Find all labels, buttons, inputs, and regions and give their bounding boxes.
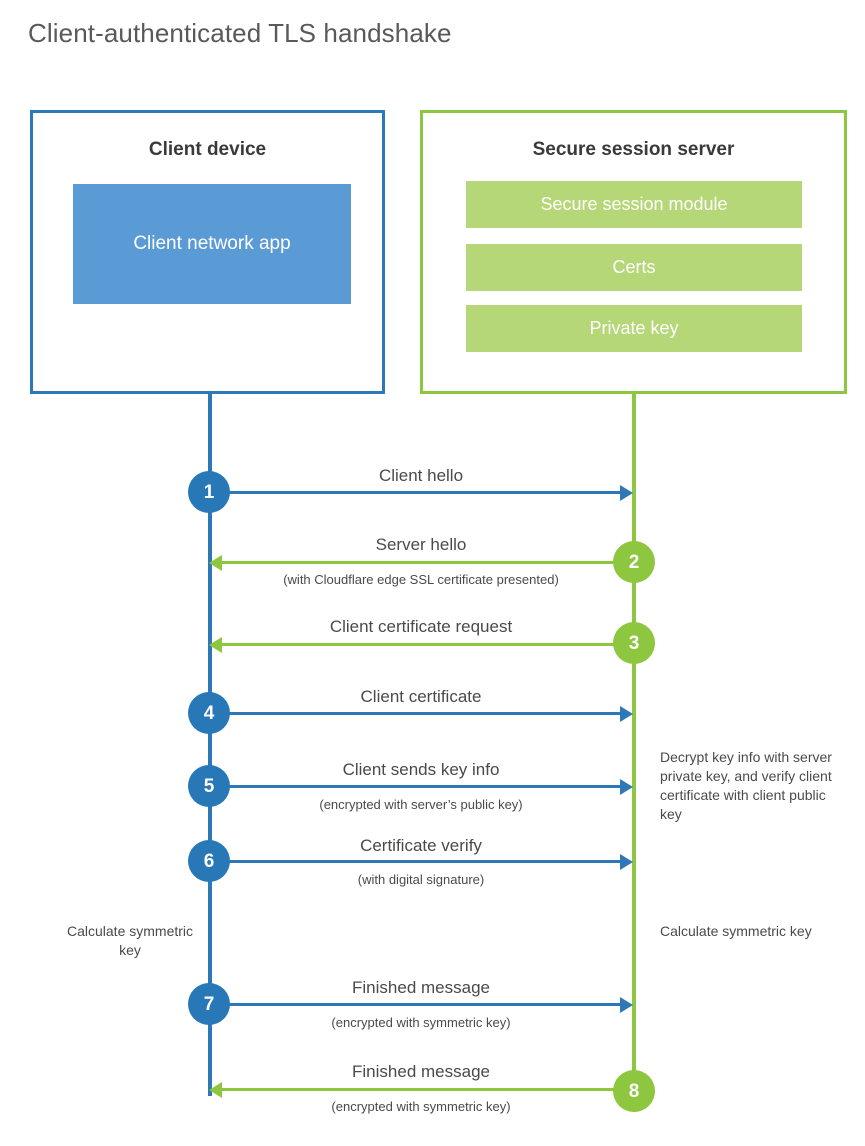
note-server-decrypt: Decrypt key info with server private key… (660, 749, 832, 822)
message-line-3 (222, 643, 634, 646)
server-item-certs: Certs (466, 244, 802, 291)
message-sub-2: (with Cloudflare edge SSL certificate pr… (283, 572, 559, 587)
message-label-5: Client sends key info (342, 760, 500, 779)
arrowhead-left-icon (209, 637, 222, 653)
message-line-1 (210, 491, 622, 494)
step-badge-4: 4 (188, 692, 230, 734)
message-label-4: Client certificate (360, 687, 482, 706)
server-item-secure-session-module: Secure session module (466, 181, 802, 228)
client-device-box: Client device Client network app (30, 110, 385, 394)
message-label-1: Client hello (378, 466, 464, 485)
arrowhead-right-icon (620, 485, 633, 501)
server-item-private-key: Private key (466, 305, 802, 352)
note-server-calculate-symmetric-key: Calculate symmetric key (660, 923, 812, 939)
secure-session-server-box: Secure session server Secure session mod… (420, 110, 847, 394)
arrowhead-right-icon (620, 706, 633, 722)
message-label-2: Server hello (375, 535, 467, 554)
message-sub-6: (with digital signature) (357, 872, 485, 887)
step-badge-8: 8 (613, 1070, 655, 1112)
arrowhead-right-icon (620, 997, 633, 1013)
arrowhead-right-icon (620, 854, 633, 870)
message-line-7 (210, 1003, 622, 1006)
message-label-6: Certificate verify (360, 836, 482, 855)
step-badge-1: 1 (188, 471, 230, 513)
message-label-3: Client certificate request (329, 617, 513, 636)
message-line-5 (210, 785, 622, 788)
message-line-8 (222, 1088, 634, 1091)
step-badge-3: 3 (613, 622, 655, 664)
step-badge-7: 7 (188, 983, 230, 1025)
message-line-2 (222, 561, 634, 564)
secure-session-server-title: Secure session server (532, 139, 735, 160)
step-badge-6: 6 (188, 840, 230, 882)
message-sub-8: (encrypted with symmetric key) (331, 1099, 511, 1114)
step-badge-2: 2 (613, 541, 655, 583)
message-label-8: Finished message (352, 1062, 490, 1081)
message-label-7: Finished message (352, 978, 490, 997)
server-lifeline (632, 393, 636, 1093)
note-client-calculate-symmetric-key: Calculate symmetric key (66, 923, 194, 958)
step-badge-5: 5 (188, 765, 230, 807)
client-device-title: Client device (148, 139, 267, 160)
client-network-app-block: Client network app (73, 184, 351, 304)
message-line-6 (210, 860, 622, 863)
arrowhead-right-icon (620, 779, 633, 795)
page-title: Client-authenticated TLS handshake (28, 18, 452, 48)
arrowhead-left-icon (209, 1082, 222, 1098)
message-line-4 (210, 712, 622, 715)
arrowhead-left-icon (209, 555, 222, 571)
client-lifeline (208, 393, 212, 1096)
message-sub-7: (encrypted with symmetric key) (331, 1015, 511, 1030)
message-sub-5: (encrypted with server’s public key) (319, 797, 523, 812)
